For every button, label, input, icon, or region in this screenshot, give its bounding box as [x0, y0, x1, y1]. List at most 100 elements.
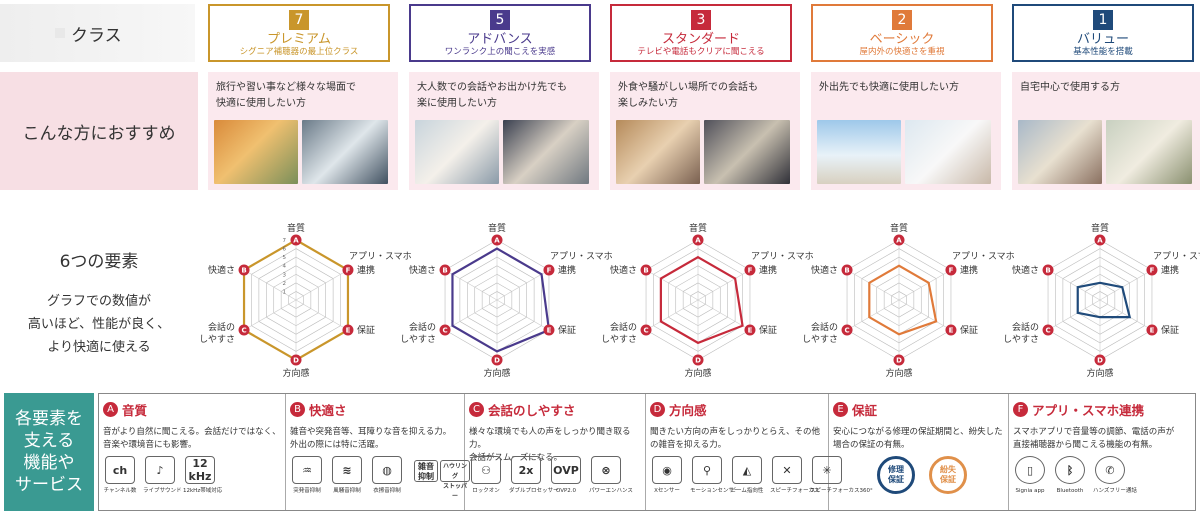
radar-axis-label: 快適さ — [409, 264, 436, 276]
radar-spoke — [645, 269, 699, 301]
radar-axis-letter: D — [695, 357, 701, 365]
radar-axis-marker — [439, 264, 451, 276]
class-subtitle: テレビや電話もクリアに聞こえる — [637, 47, 765, 57]
recommend-text: 自宅中心で使用する方 — [1020, 82, 1120, 93]
six-elements-title: 6つの要素 — [59, 252, 139, 272]
recommend-card-2: 大人数での会話やお出かけ先でも楽に使用したい方 — [409, 72, 599, 190]
radar-axis-marker — [439, 324, 451, 336]
radar-axis-label: アプリ・スマホ — [349, 251, 412, 262]
feature-icons: ◉Xセンサー⚲モーションセンサー◭ビーム指向性✕スピーチフォーカス✳スピーチフォ… — [650, 456, 873, 495]
radar-axis-label: 方向感 — [483, 367, 510, 379]
radar-spoke — [1047, 269, 1101, 301]
feature-icon-caption: 衣擦音抑制 — [373, 488, 401, 494]
feature-icon-caption: Xセンサー — [654, 488, 680, 494]
radar-spoke — [295, 269, 349, 301]
recommend-text: 旅行や習い事など様々な場面で快適に使用したい方 — [216, 82, 356, 109]
function-icon: ♒ — [292, 456, 322, 484]
radar-axis-letter: E — [547, 327, 552, 335]
feature-icon-caption: Bluetooth — [1056, 488, 1084, 494]
radar-axis-letter: E — [949, 327, 954, 335]
feature-letter-badge: A — [103, 402, 118, 417]
feature-icon: ◍衣擦音抑制 — [370, 456, 404, 495]
feature-description: 様々な環境でも人の声をしっかり聞き取る力。会話がスムーズになる。 — [469, 427, 631, 463]
radar-axis-label: 連携 — [1161, 264, 1179, 276]
radar-axis-label: 音質 — [1091, 222, 1109, 234]
radar-axis-label: アプリ・スマホ — [751, 251, 814, 262]
recommend-card-3: 外食や騒がしい場所での会話も楽しみたい方 — [610, 72, 800, 190]
radar-scale-label: 7 — [283, 238, 287, 244]
radar-value-polygon — [868, 264, 938, 336]
radar-axis-label: アプリ・スマホ — [550, 251, 613, 262]
feature-icon: ◉Xセンサー — [650, 456, 684, 495]
feature-title: 会話のしやすさ — [488, 403, 576, 418]
radar-axis-marker — [841, 324, 853, 336]
feature-icon-caption: ビーム指向性 — [730, 488, 764, 494]
six-elements-label: 6つの要素 グラフでの数値が 高いほど、性能が良く、 より快適に使える — [0, 212, 198, 382]
feature-title: 保証 — [852, 403, 878, 418]
feature-icon-caption: スピーチフォーカス — [770, 488, 820, 494]
feature-icon-caption: ハンズフリー通話 — [1093, 488, 1137, 494]
feature-icon: ✆ハンズフリー通話 — [1093, 456, 1137, 495]
radar-axis-label: アプリ・スマホ — [1153, 251, 1200, 262]
feature-icons: ♒突発音抑制≋風騒音抑制◍衣擦音抑制 — [290, 456, 404, 495]
radar-axis-letter: C — [844, 327, 849, 335]
radar-axis-marker — [290, 354, 302, 366]
feature-title: 音質 — [122, 403, 148, 418]
radar-axis-label: 方向感 — [684, 367, 711, 379]
radar-spoke — [1047, 299, 1101, 331]
radar-axis-label: 保証 — [1161, 324, 1179, 336]
radar-spoke — [243, 299, 297, 331]
radar-axis-letter: C — [442, 327, 447, 335]
recommend-card-1: 旅行や習い事など様々な場面で快適に使用したい方 — [208, 72, 398, 190]
feature-icon: ♪ライブサウンド — [143, 456, 182, 495]
lifestyle-photo — [616, 120, 700, 184]
feature-icon-caption: 突発音抑制 — [293, 488, 321, 494]
radar-axis-label: 方向感 — [885, 367, 912, 379]
radar-value-polygon — [659, 255, 744, 345]
class-name: ベーシック — [869, 32, 935, 47]
radar-axis-label: しやすさ — [199, 334, 235, 345]
radar-scale-label: 1 — [283, 289, 287, 295]
radar-spoke — [1099, 299, 1153, 331]
radar-scale-label: 6 — [283, 247, 287, 253]
radar-axis-label: 会話の — [811, 321, 838, 333]
radar-axis-marker — [491, 354, 503, 366]
feature-letter-badge: E — [833, 402, 848, 417]
radar-scale-label: 4 — [283, 264, 287, 270]
radar-axis-marker — [640, 324, 652, 336]
recommend-card-5: 自宅中心で使用する方 — [1012, 72, 1200, 190]
radar-axis-letter: A — [896, 237, 902, 245]
radar-axis-letter: B — [1045, 267, 1050, 275]
feature-tag: ハウリング ストッパー — [440, 460, 470, 500]
class-subtitle: 基本性能を搭載 — [1073, 47, 1133, 57]
radar-spoke — [444, 269, 498, 301]
recommend-text: 外食や騒がしい場所での会話も楽しみたい方 — [618, 82, 758, 109]
radar-axis-marker — [238, 264, 250, 276]
feature-icon-caption: OVP2.0 — [555, 488, 577, 494]
radar-axis-label: 音質 — [287, 222, 305, 234]
radar-axis-marker — [1146, 264, 1158, 276]
recommend-row-label: こんな方におすすめ — [0, 72, 198, 190]
radar-axis-marker — [491, 234, 503, 246]
class-number-badge: 3 — [691, 10, 711, 30]
class-name: プレミアム — [266, 32, 332, 47]
radar-axis-letter: F — [346, 267, 351, 275]
function-icon: ⚲ — [692, 456, 722, 484]
radar-axis-label: 連携 — [357, 264, 375, 276]
lifestyle-photo — [214, 120, 298, 184]
radar-value-polygon — [1076, 281, 1132, 319]
radar-axis-marker — [543, 264, 555, 276]
